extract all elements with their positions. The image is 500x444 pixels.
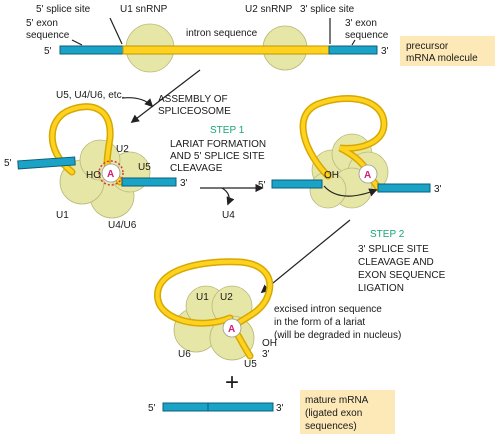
right-intron-loop-core: [301, 96, 387, 178]
lariat-branch-a: A: [228, 324, 235, 335]
right-branch-a: A: [364, 170, 371, 181]
right-end5: 5': [258, 180, 266, 191]
lariat-branch-a-circle: [222, 318, 242, 338]
lariat-u2-label: U2: [220, 292, 233, 303]
mature-end5: 5': [148, 403, 156, 414]
left-branch-a: A: [107, 169, 114, 180]
precursor-end5: 5': [44, 46, 52, 57]
right-exon3: [377, 183, 431, 193]
lariat-u1-label: U1: [196, 292, 209, 303]
plus-sign: +: [225, 369, 239, 396]
right-exon5: [271, 179, 323, 189]
mature-mrna: 5' 3' mature mRNA (ligated exon sequence…: [148, 390, 395, 434]
intron-label: intron sequence: [186, 28, 258, 39]
right-oh-label: OH: [324, 170, 339, 181]
step2: STEP 2 3' SPLICE SITE CLEAVAGE AND EXON …: [260, 219, 446, 294]
lariat-u6-label: U6: [178, 349, 191, 360]
step1-caption-2: AND 5' SPLICE SITE: [170, 151, 265, 162]
lariat-oh-label: OH: [262, 338, 277, 349]
precursor-label-2: mRNA molecule: [406, 53, 478, 64]
lariat-note-1: excised intron sequence: [274, 304, 382, 315]
step1: STEP 1 LARIAT FORMATION AND 5' SPLICE SI…: [170, 125, 266, 221]
u4-released-label: U4: [222, 210, 235, 221]
left-end3: 3': [180, 178, 188, 189]
assembly-arrow: [130, 69, 201, 124]
mature-exon5: [162, 402, 209, 412]
step2-caption-2: CLEAVAGE AND: [358, 257, 434, 268]
right-spliceosome: A OH 5' 3': [258, 94, 442, 209]
exon5-label-1: 5' exon: [26, 18, 58, 29]
exon3-pointer: [351, 39, 356, 46]
factors-join-arrow: [121, 97, 154, 108]
left-cleavage-ring: [98, 160, 124, 186]
precursor-row: 5' splice site 5' exon sequence U1 snRNP…: [26, 4, 495, 73]
lariat-note-2: in the form of a lariat: [274, 317, 365, 328]
left-u4u6-label: U4/U6: [108, 220, 137, 231]
left-u2-label: U2: [116, 144, 129, 155]
step1-title: STEP 1: [210, 125, 245, 136]
u4-release-arrow: [221, 187, 235, 206]
splice5-label: 5' splice site: [36, 4, 91, 15]
precursor-end3: 3': [381, 46, 389, 57]
lariat-loop-core: [155, 259, 272, 328]
left-spliceosome: A HO U2 U5 U1 U4/U6 5' 3': [4, 103, 188, 231]
lariat-complex: A U1 U2 U6 U5 OH 3' excised intron seque…: [154, 258, 401, 370]
step2-caption-4: LIGATION: [358, 283, 404, 294]
mature-label-2: (ligated exon: [305, 408, 362, 419]
exon-5-segment: [59, 45, 124, 55]
exon5-pointer: [71, 39, 83, 46]
assembly-step: U5, U4/U6, etc. ASSEMBLY OF SPLICEOSOME: [56, 69, 231, 124]
right-branch-a-circle: [358, 164, 378, 184]
mature-box: [300, 390, 395, 434]
precursor-box: [400, 36, 495, 66]
exon3-label-2: sequence: [345, 30, 389, 41]
intron-segment: [122, 45, 330, 55]
lariat-end3: 3': [262, 349, 270, 360]
step1-caption-3: CLEAVAGE: [170, 163, 223, 174]
mature-end3: 3': [276, 403, 284, 414]
exon5-label-2: sequence: [26, 30, 70, 41]
lariat-u5-label: U5: [244, 359, 257, 370]
step2-arrow: [260, 219, 351, 294]
step2-caption-3: EXON SEQUENCE: [358, 270, 446, 281]
precursor-label-1: precursor: [406, 41, 449, 52]
left-u1-label: U1: [56, 210, 69, 221]
left-branch-a-circle: [101, 163, 121, 183]
splice3-label: 3' splice site: [300, 4, 355, 15]
mature-label-1: mature mRNA: [305, 395, 369, 406]
exon3-label-1: 3' exon: [345, 18, 377, 29]
step1-caption-1: LARIAT FORMATION: [170, 139, 266, 150]
exon-3-segment: [328, 45, 378, 55]
right-attack-arrow: [323, 185, 378, 197]
assembly-caption-1: ASSEMBLY OF: [158, 94, 228, 105]
mature-exon3: [207, 402, 274, 412]
step2-caption-1: 3' SPLICE SITE: [358, 244, 429, 255]
left-exon5: [17, 156, 76, 170]
left-exon3: [121, 177, 177, 187]
left-end5: 5': [4, 158, 12, 169]
left-u5-label: U5: [138, 162, 151, 173]
mature-label-3: sequences): [305, 421, 357, 432]
lariat-note-3: (will be degraded in nucleus): [274, 330, 401, 341]
factors-label: U5, U4/U6, etc.: [56, 90, 124, 101]
right-end3: 3': [434, 184, 442, 195]
assembly-caption-2: SPLICEOSOME: [158, 106, 231, 117]
u1-snrnp-label: U1 snRNP: [120, 4, 168, 15]
left-ho-label: HO: [86, 170, 101, 181]
step2-title: STEP 2: [370, 229, 405, 240]
u2-snrnp-label: U2 snRNP: [245, 4, 293, 15]
left-intron-loop-core: [50, 104, 113, 174]
splice5-pointer: [109, 17, 123, 45]
